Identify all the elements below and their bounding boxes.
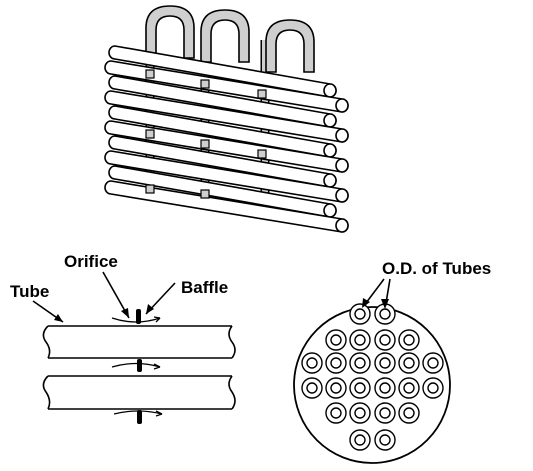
rod-clip-4 xyxy=(200,139,210,149)
tube-bore-16 xyxy=(403,382,415,394)
bundle-tube-end-1 xyxy=(335,98,349,113)
rod-clip-5 xyxy=(257,149,267,159)
tube-bore-5 xyxy=(403,334,415,346)
bundle-tube-end-9 xyxy=(335,218,349,233)
rod-clip-6 xyxy=(145,184,155,194)
rod-clip-3 xyxy=(145,129,155,139)
baffle-label: Baffle xyxy=(181,278,229,297)
od-of-tubes-label: O.D. of Tubes xyxy=(382,259,492,278)
tube-bore-4 xyxy=(379,334,391,346)
tube-bore-12 xyxy=(306,382,318,394)
tube-bore-21 xyxy=(403,407,415,419)
tube-bore-8 xyxy=(354,357,366,369)
tube-bore-10 xyxy=(403,357,415,369)
tube-bore-23 xyxy=(379,434,391,446)
baffle-ring-2 xyxy=(265,19,315,73)
tube-bore-18 xyxy=(330,407,342,419)
bundle-tube-end-3 xyxy=(335,128,349,143)
lower-tube-right-end xyxy=(228,375,236,410)
tube-label: Tube xyxy=(10,282,50,301)
baffle-ring-1 xyxy=(200,9,250,63)
baffle-rod-middle xyxy=(137,359,142,372)
tube-bore-22 xyxy=(354,434,366,446)
upper-tube xyxy=(48,325,232,359)
orifice-label: Orifice xyxy=(64,252,118,271)
tube-bore-13 xyxy=(330,382,342,394)
tube-bore-20 xyxy=(379,407,391,419)
tube-bore-14 xyxy=(354,382,366,394)
tube-bore-9 xyxy=(379,357,391,369)
flow-arrow-middle xyxy=(111,362,161,368)
flow-arrow-bottom xyxy=(113,410,163,415)
bundle-tube-end-5 xyxy=(335,158,349,173)
tube-bore-17 xyxy=(427,382,439,394)
tube-bore-19 xyxy=(354,407,366,419)
flow-arrow-top xyxy=(111,317,161,323)
tube-bore-6 xyxy=(306,357,318,369)
tube-bore-3 xyxy=(354,334,366,346)
tube-bore-0 xyxy=(354,308,366,320)
rod-clip-0 xyxy=(145,69,155,79)
rod-clip-2 xyxy=(257,89,267,99)
bundle-tube-end-7 xyxy=(335,188,349,203)
od-leader-left xyxy=(365,278,385,304)
rod-clip-1 xyxy=(200,79,210,89)
upper-tube-right-end xyxy=(228,325,236,359)
lower-tube-left-end xyxy=(42,375,51,410)
rod-clip-7 xyxy=(200,189,210,199)
tube-bore-15 xyxy=(379,382,391,394)
tube-bore-2 xyxy=(330,334,342,346)
upper-tube-left-end xyxy=(42,325,51,359)
lower-tube xyxy=(48,375,232,410)
baffle-rod-top xyxy=(136,309,141,324)
tube-bore-1 xyxy=(379,308,391,320)
baffle-rod-bottom xyxy=(137,410,142,424)
tube-bore-7 xyxy=(330,357,342,369)
tube-bore-11 xyxy=(427,357,439,369)
